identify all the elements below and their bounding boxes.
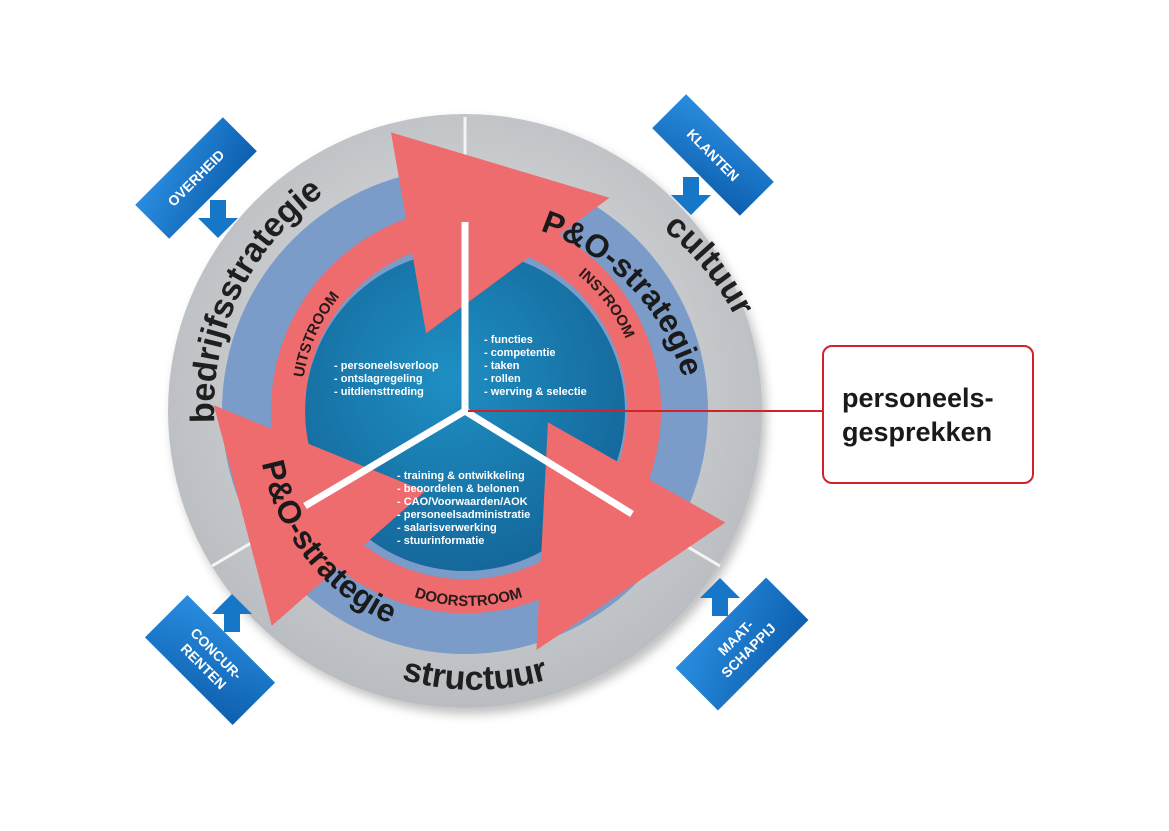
doorstroom-arrow <box>213 405 606 626</box>
uitstroom-arrow <box>271 132 610 469</box>
segment-dividers <box>303 222 634 517</box>
arrow-icon <box>700 578 740 616</box>
callout-box: personeels- gesprekken <box>822 345 1034 484</box>
doorstroom-items: - training & ontwikkeling- beoordelen & … <box>397 470 530 547</box>
arrow-icon <box>212 594 252 632</box>
segment-item: - taken <box>484 360 520 372</box>
segment-item: - functies <box>484 334 533 346</box>
segment-item: - beoordelen & belonen <box>397 483 520 495</box>
segment-item: - competentie <box>484 347 556 359</box>
segment-item: - ontslagregeling <box>334 373 423 385</box>
segment-item: - rollen <box>484 373 521 385</box>
uitstroom-items: - personeelsverloop- ontslagregeling- ui… <box>334 360 439 398</box>
divider-right <box>463 408 634 517</box>
badge-maatschappij-box <box>675 577 809 711</box>
segment-item: - CAO/Voorwaarden/AOK <box>397 496 528 508</box>
badge-maatschappij: MAAT- SCHAPPIJ <box>675 577 809 711</box>
segment-item: - personeelsadministratie <box>397 509 530 521</box>
callout-text: personeels- gesprekken <box>842 382 994 447</box>
segment-item: - uitdiensttreding <box>334 386 424 398</box>
segment-item: - stuurinformatie <box>397 535 484 547</box>
arrow-icon <box>671 177 711 215</box>
badge-overheid-box <box>135 117 257 239</box>
badge-concurrenten-box <box>144 594 276 726</box>
badge-klanten-box <box>652 94 774 216</box>
segment-item: - salarisverwerking <box>397 522 497 534</box>
segment-item: - werving & selectie <box>484 386 587 398</box>
segment-item: - training & ontwikkeling <box>397 470 525 482</box>
instroom-items: - functies- competentie- taken- rollen- … <box>484 334 587 398</box>
segment-item: - personeelsverloop <box>334 360 439 372</box>
arrow-icon <box>198 200 238 238</box>
flow-ring <box>213 132 726 651</box>
divider-left <box>303 407 467 510</box>
